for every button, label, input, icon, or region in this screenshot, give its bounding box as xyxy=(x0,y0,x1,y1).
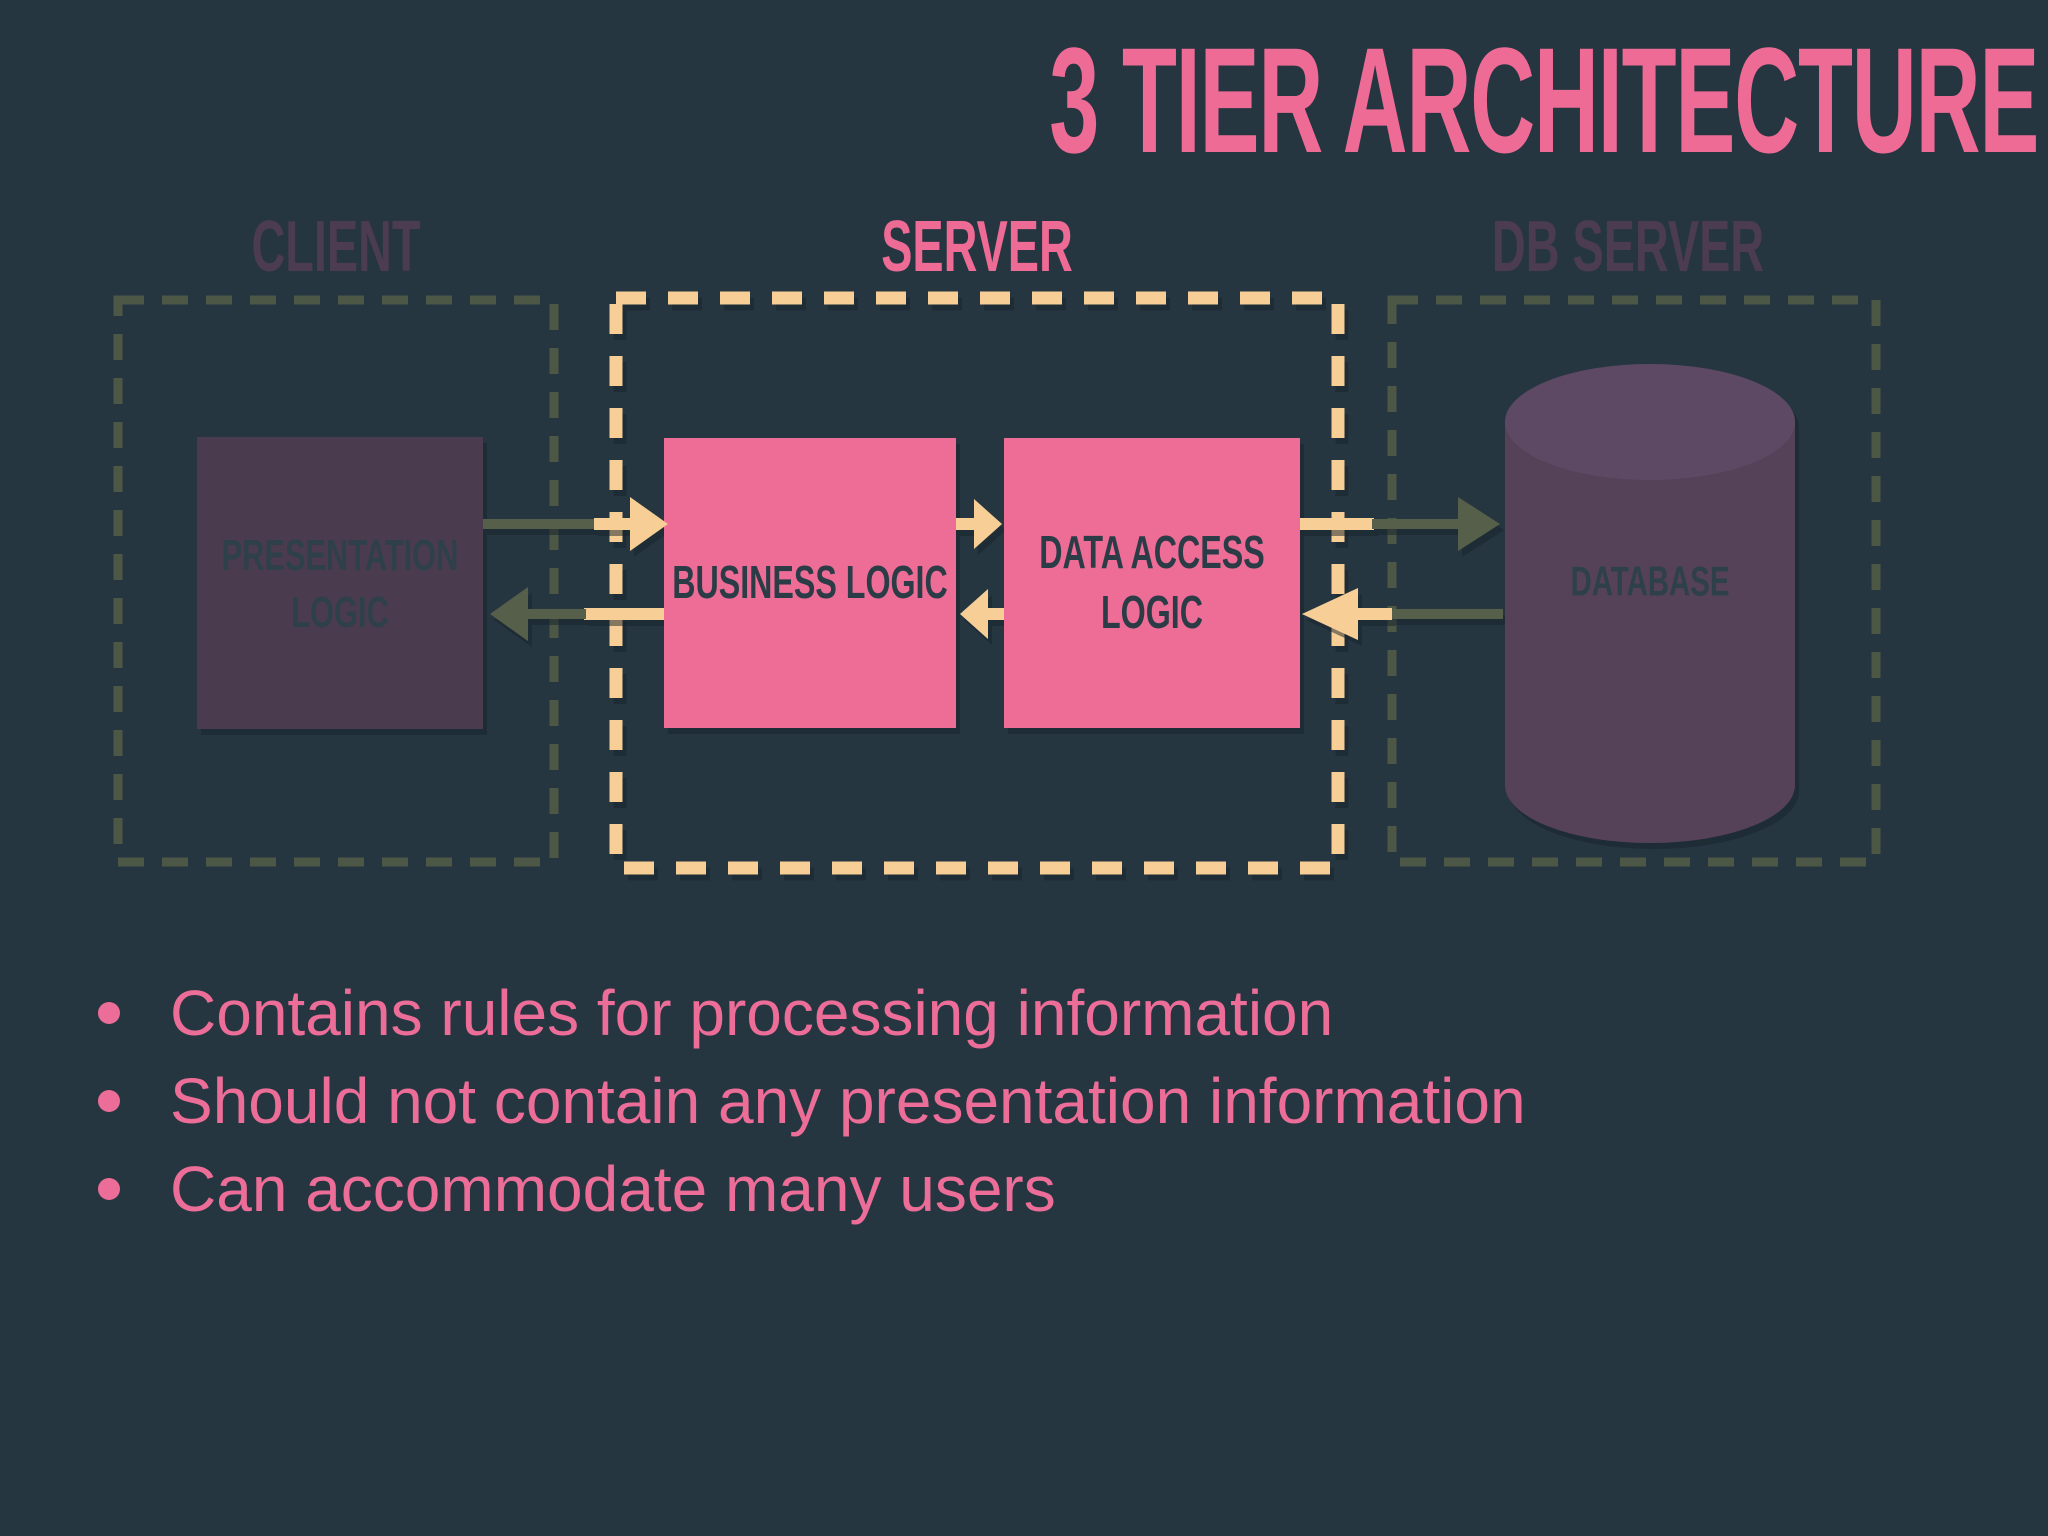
section-label-server: SERVER xyxy=(881,207,1073,287)
arrow-business-to-data-access xyxy=(956,499,1002,549)
arrow-data-access-to-business xyxy=(960,589,1004,639)
client-tier-boundary xyxy=(113,295,559,867)
arrow-client-to-server xyxy=(483,497,668,551)
bullet-text: Should not contain any presentation info… xyxy=(170,1065,1526,1137)
business-logic-label: BUSINESS LOGIC xyxy=(672,556,948,609)
bullet-text: Contains rules for processing informatio… xyxy=(170,977,1334,1049)
presentation-logic-node xyxy=(197,437,483,729)
bullet-item: Should not contain any presentation info… xyxy=(96,1068,1526,1134)
page-title: 3 TIER ARCHITECTURE xyxy=(1049,16,2039,184)
arrow-server-to-database xyxy=(1300,497,1500,551)
bullet-list: Contains rules for processing informatio… xyxy=(96,980,1526,1244)
business-logic-node xyxy=(664,438,956,728)
bullet-dot xyxy=(98,1178,120,1200)
bullet-dot xyxy=(98,1090,120,1112)
bullet-item: Can accommodate many users xyxy=(96,1156,1526,1222)
bullet-dot xyxy=(98,1002,120,1024)
data-access-logic-node xyxy=(1004,438,1300,728)
presentation-logic-label: PRESENTATION LOGIC xyxy=(221,530,459,637)
section-label-db-server: DB SERVER xyxy=(1491,207,1765,287)
data-access-logic-label: DATA ACCESS LOGIC xyxy=(1039,526,1265,638)
bullet-text: Can accommodate many users xyxy=(170,1153,1056,1225)
database-label: DATABASE xyxy=(1570,557,1730,605)
db-server-tier-boundary xyxy=(1387,295,1881,867)
server-tier-boundary xyxy=(609,291,1345,875)
bullet-item: Contains rules for processing informatio… xyxy=(96,980,1526,1046)
database-cylinder-icon xyxy=(1505,364,1795,843)
section-label-client: CLIENT xyxy=(251,207,421,287)
arrow-server-to-client xyxy=(490,587,664,641)
arrow-database-to-server xyxy=(1302,588,1503,640)
